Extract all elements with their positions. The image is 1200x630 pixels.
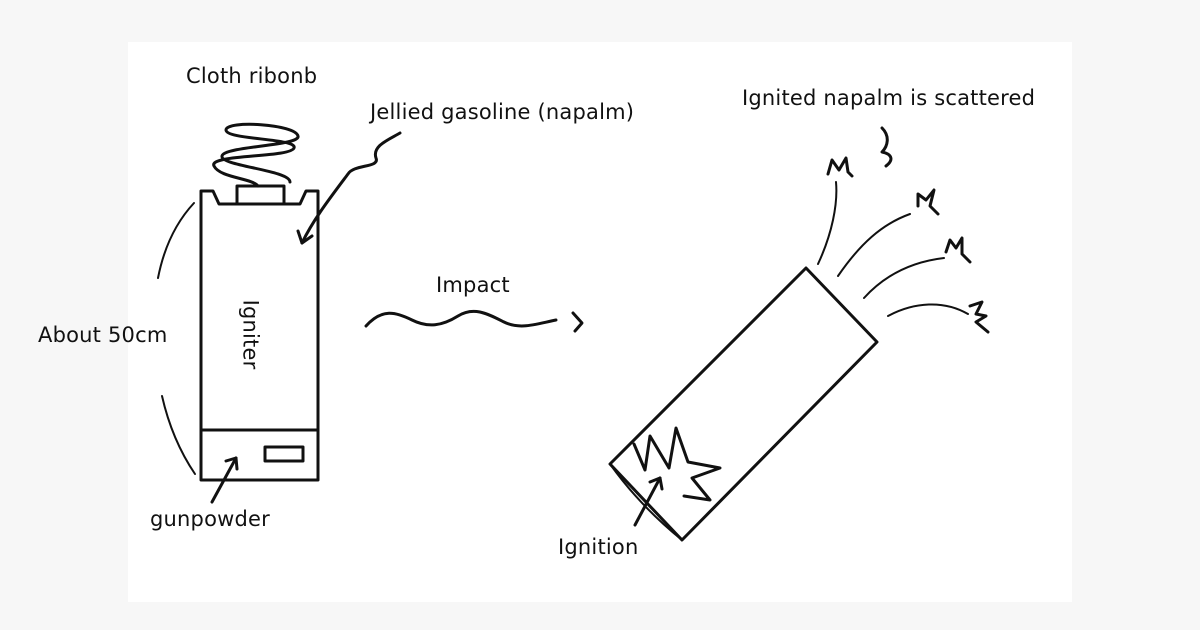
napalm-pointer-arrow bbox=[296, 131, 402, 245]
napalm-streak-1 bbox=[817, 181, 838, 265]
spark-squiggle bbox=[880, 126, 893, 168]
flame-burst-1 bbox=[826, 156, 854, 178]
size-label: About 50cm bbox=[38, 323, 168, 347]
bomb-slot bbox=[263, 445, 305, 463]
impacted-bomb bbox=[608, 266, 879, 542]
napalm-streak-4 bbox=[887, 303, 969, 317]
ignition-flame bbox=[632, 426, 722, 502]
gunpowder-pointer-arrow bbox=[210, 456, 239, 504]
impact-label: Impact bbox=[436, 273, 510, 297]
napalm-label: Jellied gasoline (napalm) bbox=[370, 100, 635, 124]
gunpowder-label: gunpowder bbox=[150, 507, 270, 531]
impacted-bomb-body bbox=[608, 266, 879, 542]
cloth-ribbon-coil bbox=[212, 122, 300, 188]
napalm-streak-3 bbox=[863, 257, 945, 299]
diagram-panel bbox=[128, 42, 1072, 602]
scattered-napalm-label: Ignited napalm is scattered bbox=[742, 86, 1036, 110]
igniter-label: Igniter bbox=[238, 299, 263, 370]
bomb-cap bbox=[235, 184, 286, 206]
ignition-label: Ignition bbox=[558, 535, 639, 559]
napalm-streak-2 bbox=[837, 213, 911, 277]
flame-burst-3 bbox=[944, 236, 972, 264]
flame-burst-2 bbox=[916, 188, 940, 216]
impact-arrow bbox=[364, 309, 584, 333]
ignition-pointer-arrow bbox=[633, 476, 664, 527]
scattered-napalm bbox=[817, 126, 990, 334]
cloth-ribbon-label: Cloth ribonb bbox=[186, 64, 318, 88]
intact-bomb bbox=[199, 122, 320, 482]
bomb-body-outline bbox=[199, 189, 320, 482]
size-bracket-lower-arc bbox=[161, 395, 196, 475]
flame-burst-4 bbox=[968, 300, 990, 334]
impacted-bomb-end bbox=[609, 463, 683, 541]
size-bracket-upper-arc bbox=[157, 202, 195, 279]
